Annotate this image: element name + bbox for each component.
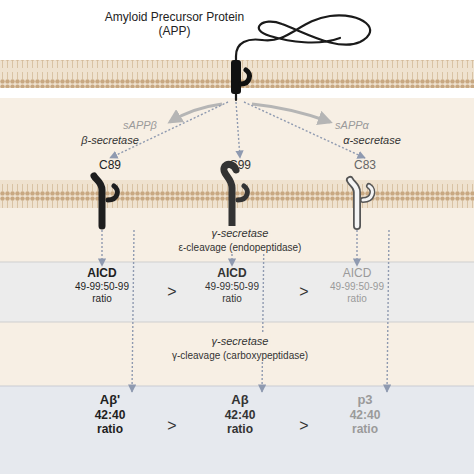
node-title: C83 [333,158,397,172]
node-subtext: 42:40 ratio [344,408,386,436]
aicd-ratio: AICD49-99:50-99 ratio [66,266,138,318]
c83-fragment [350,180,357,226]
c83-fragment [363,186,372,200]
c99-fragment [238,186,247,200]
protein-label: Amyloid Precursor Protein (APP) [92,6,292,102]
aicd-ratio: AICD49-99:50-99 ratio [321,266,393,318]
node-title: p3 [335,392,395,408]
dotted-arrow [101,230,102,266]
c83-fragment [363,186,372,200]
node-title: C99 [208,158,272,172]
node-title: AICD [196,266,268,281]
node-title: AICD [66,266,138,281]
release-arrow [252,104,330,122]
dotted-arrow [110,102,228,158]
dotted-arrow [387,230,389,392]
node-subtext: 49-99:50-99 ratio [69,281,135,305]
annotation-label: > [167,416,176,435]
band-border [0,322,474,323]
fragment-box: C83 [333,158,397,230]
annotation-label: ε-cleavage (endopeptidase) [177,241,304,254]
abeta-ratio: p342:40 ratio [335,392,395,462]
dotted-arrow [356,230,357,266]
app-domain [241,70,249,84]
annotation-label: sAPPβ [123,118,157,132]
node-title: Aβ' [80,392,140,408]
node-title: Aβ [210,392,270,408]
node-subtext: 42:40 ratio [89,408,131,436]
c99-fragment [224,164,236,226]
annotation-label: sAPPα [335,118,369,132]
c83-fragment [350,180,357,226]
c89-fragment [108,186,117,200]
app-protein [236,15,370,100]
node-subtext: 42:40 ratio [219,408,261,436]
abeta-ratio: Aβ'42:40 ratio [80,392,140,462]
band-border [0,262,474,263]
annotation-label: > [299,282,308,301]
fragment-box: C99 [208,158,272,230]
annotation-label: > [299,416,308,435]
annotation-label: γ-secretase [210,226,271,240]
product-band [0,386,474,474]
aicd-ratio: AICD49-99:50-99 ratio [196,266,268,318]
release-arrow [170,104,222,122]
dotted-arrow [236,102,240,158]
annotation-label: γ-cleavage (carboxypeptidase) [170,349,310,362]
node-title: Amyloid Precursor Protein (APP) [92,10,257,38]
transmembrane-segment [231,60,241,94]
node-title: C89 [78,158,142,172]
cell-region [0,98,474,386]
aicd-band [0,262,474,322]
annotation-label: > [167,282,176,301]
enzyme-label: α-secretase [343,134,401,146]
band-border [0,386,474,387]
enzyme-label: β-secretase [81,134,139,146]
annotation-label: γ-secretase [210,334,271,348]
node-subtext: 49-99:50-99 ratio [324,281,390,305]
dotted-arrow [262,230,264,392]
abeta-ratio: Aβ42:40 ratio [210,392,270,462]
c89-fragment [94,176,102,226]
fragment-box: C89 [78,158,142,230]
cell-membrane [0,180,474,208]
node-subtext: 49-99:50-99 ratio [199,281,265,305]
node-title: AICD [321,266,393,281]
dotted-arrow [132,230,134,392]
